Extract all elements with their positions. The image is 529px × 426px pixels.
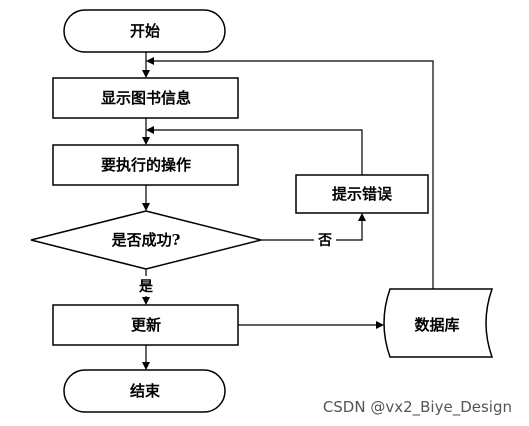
no-label-background (314, 230, 336, 250)
prompt-error-process-shape (295, 174, 429, 214)
yes-label-background (136, 276, 156, 296)
operation-process-shape (52, 144, 239, 186)
display-process-shape (52, 77, 239, 119)
start-terminal-shape (63, 9, 226, 53)
database-label: 数据库 (414, 316, 459, 334)
display-label: 显示图书信息 (101, 89, 191, 107)
end-terminal-shape (63, 369, 226, 413)
edge-decision-no-to-prompt (261, 213, 366, 241)
prompt-error-label: 提示错误 (332, 185, 393, 203)
database-storage-shape (383, 288, 494, 358)
edge-database-to-display (146, 57, 434, 289)
decision-label: 是否成功? (111, 231, 181, 249)
operation-label: 要执行的操作 (101, 156, 191, 174)
yes-edge-label: 是 (139, 279, 154, 295)
update-label: 更新 (131, 316, 161, 334)
watermark-text: CSDN @vx2_Biye_Design (323, 398, 512, 417)
no-edge-label: 否 (317, 233, 332, 249)
end-label: 结束 (130, 382, 161, 400)
edge-prompt-to-operation (146, 126, 363, 175)
start-label: 开始 (130, 22, 160, 40)
